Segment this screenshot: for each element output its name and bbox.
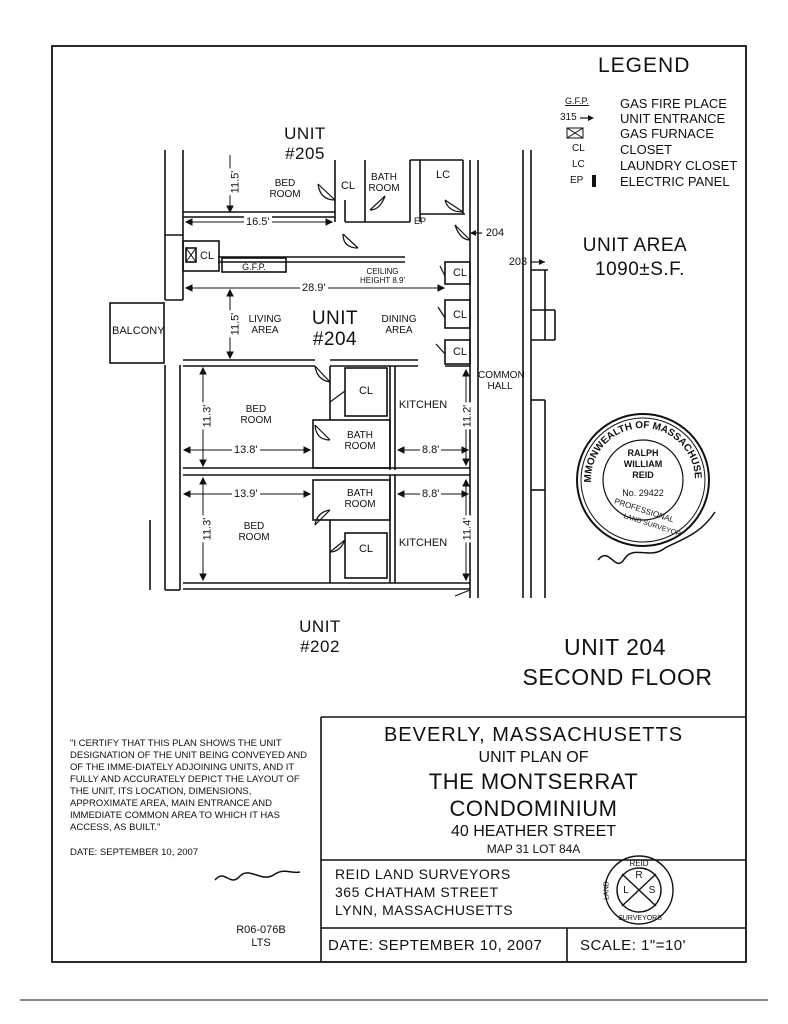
room-kitchen-low: KITCHEN	[398, 537, 448, 549]
room-dining-area: DINING AREA	[381, 314, 417, 336]
room-ep: EP	[413, 216, 426, 226]
drawing-ref-number: R06-076B	[236, 924, 286, 936]
surveyor-seal	[576, 413, 710, 547]
room-cl-right-3: CL	[452, 346, 468, 358]
room-living-area: LIVING AREA	[248, 314, 282, 336]
legend-laundry-label: LAUNDRY CLOSET	[620, 158, 738, 173]
room-bed-mid: BED ROOM	[240, 404, 272, 426]
room-cl-low: CL	[358, 543, 374, 555]
room-lc: LC	[435, 169, 451, 181]
room-bath-mid: BATH ROOM	[344, 430, 376, 452]
entrance-203: 203	[508, 256, 528, 268]
room-balcony: BALCONY	[112, 325, 165, 337]
legend-gfp-symbol: G.F.P.	[565, 96, 589, 106]
room-cl-205: CL	[340, 180, 356, 192]
legend-entrance-symbol: 315	[560, 112, 577, 123]
room-bed-205: BED ROOM	[269, 178, 301, 200]
room-cl-right-2: CL	[452, 309, 468, 321]
title-address: 40 HEATHER STREET	[450, 823, 617, 840]
seal-name-3: REID	[632, 470, 654, 480]
room-ceiling-height: CEILING HEIGHT 8.9'	[360, 267, 405, 285]
dim-11-5-living: 11.5'	[229, 310, 242, 338]
dim-11-3-mid: 11.3'	[201, 402, 214, 430]
room-cl-furnace: CL	[199, 250, 215, 262]
seal-name-2: WILLIAM	[623, 459, 663, 469]
legend-gfp-label: GAS FIRE PLACE	[620, 96, 727, 111]
drawing-ref-initials: LTS	[251, 937, 271, 949]
dim-11-3-low: 11.3'	[201, 515, 214, 543]
legend-closet-label: CLOSET	[620, 142, 673, 157]
footer-scale: SCALE: 1"=10'	[580, 937, 686, 954]
dim-8-8-low: 8.8'	[420, 488, 442, 500]
certification-text: "I CERTIFY THAT THIS PLAN SHOWS THE UNIT…	[70, 738, 308, 833]
dim-11-5-top: 11.5'	[229, 168, 242, 196]
unit-area-value: 1090±S.F.	[595, 259, 685, 280]
floor-title-unit: UNIT 204	[563, 634, 666, 660]
surveyor-city: LYNN, MASSACHUSETTS	[335, 902, 514, 918]
dim-8-8-mid: 8.8'	[420, 444, 442, 456]
legend-panel-symbol: EP	[570, 175, 584, 186]
legend-laundry-symbol: LC	[572, 159, 585, 170]
unit-205-number: #205	[285, 144, 325, 163]
room-bath-205: BATH ROOM	[368, 172, 400, 194]
dim-11-4: 11.4'	[461, 515, 474, 543]
floor-title-floor: SECOND FLOOR	[522, 664, 713, 690]
dim-16-5: 16.5'	[244, 216, 272, 228]
title-name-2: CONDOMINIUM	[449, 796, 618, 821]
logo-s: S	[648, 885, 656, 896]
dim-13-8: 13.8'	[232, 444, 260, 456]
room-gfp: G.F.P.	[242, 262, 266, 272]
logo-left: LAND	[603, 881, 611, 900]
title-subtitle: UNIT PLAN OF	[478, 749, 589, 766]
dim-11-2: 11.2'	[461, 402, 474, 430]
room-cl-right-1: CL	[452, 267, 468, 279]
dim-13-9: 13.9'	[232, 488, 260, 500]
title-location: BEVERLY, MASSACHUSETTS	[383, 724, 684, 746]
unit-202-label: UNIT	[299, 617, 341, 636]
entrance-204: 204	[485, 227, 505, 239]
room-bath-low: BATH ROOM	[344, 488, 376, 510]
legend-entrance-label: UNIT ENTRANCE	[620, 111, 726, 126]
certification-date: DATE: SEPTEMBER 10, 2007	[70, 847, 199, 858]
room-cl-mid: CL	[358, 385, 374, 397]
title-map-lot: MAP 31 LOT 84A	[486, 842, 581, 856]
title-name-1: THE MONTSERRAT	[428, 769, 639, 794]
logo-top: REID	[629, 859, 649, 868]
unit-202-number: #202	[300, 637, 340, 656]
unit-204-label: UNIT	[311, 308, 359, 329]
logo-l: L	[623, 885, 629, 896]
unit-205-label: UNIT	[284, 124, 326, 143]
room-kitchen-mid: KITCHEN	[398, 399, 448, 411]
logo-r: R	[635, 870, 643, 881]
unit-204-number: #204	[312, 329, 358, 350]
logo-bottom: SURVEYORS	[618, 915, 662, 922]
room-bed-low: BED ROOM	[238, 521, 270, 543]
unit-area-label: UNIT AREA	[582, 235, 688, 256]
legend-title: LEGEND	[598, 54, 691, 77]
legend-panel-label: ELECTRIC PANEL	[620, 174, 730, 189]
legend-furnace-label: GAS FURNACE	[620, 126, 714, 141]
footer-date: DATE: SEPTEMBER 10, 2007	[328, 937, 543, 954]
dim-28-9: 28.9'	[300, 282, 328, 294]
legend-closet-symbol: CL	[572, 143, 585, 154]
seal-name-1: RALPH	[627, 448, 659, 458]
surveyor-name: REID LAND SURVEYORS	[335, 866, 511, 882]
seal-number: No. 29422	[622, 488, 664, 498]
room-common-hall: COMMON HALL	[478, 370, 525, 392]
surveyor-street: 365 CHATHAM STREET	[335, 884, 499, 900]
